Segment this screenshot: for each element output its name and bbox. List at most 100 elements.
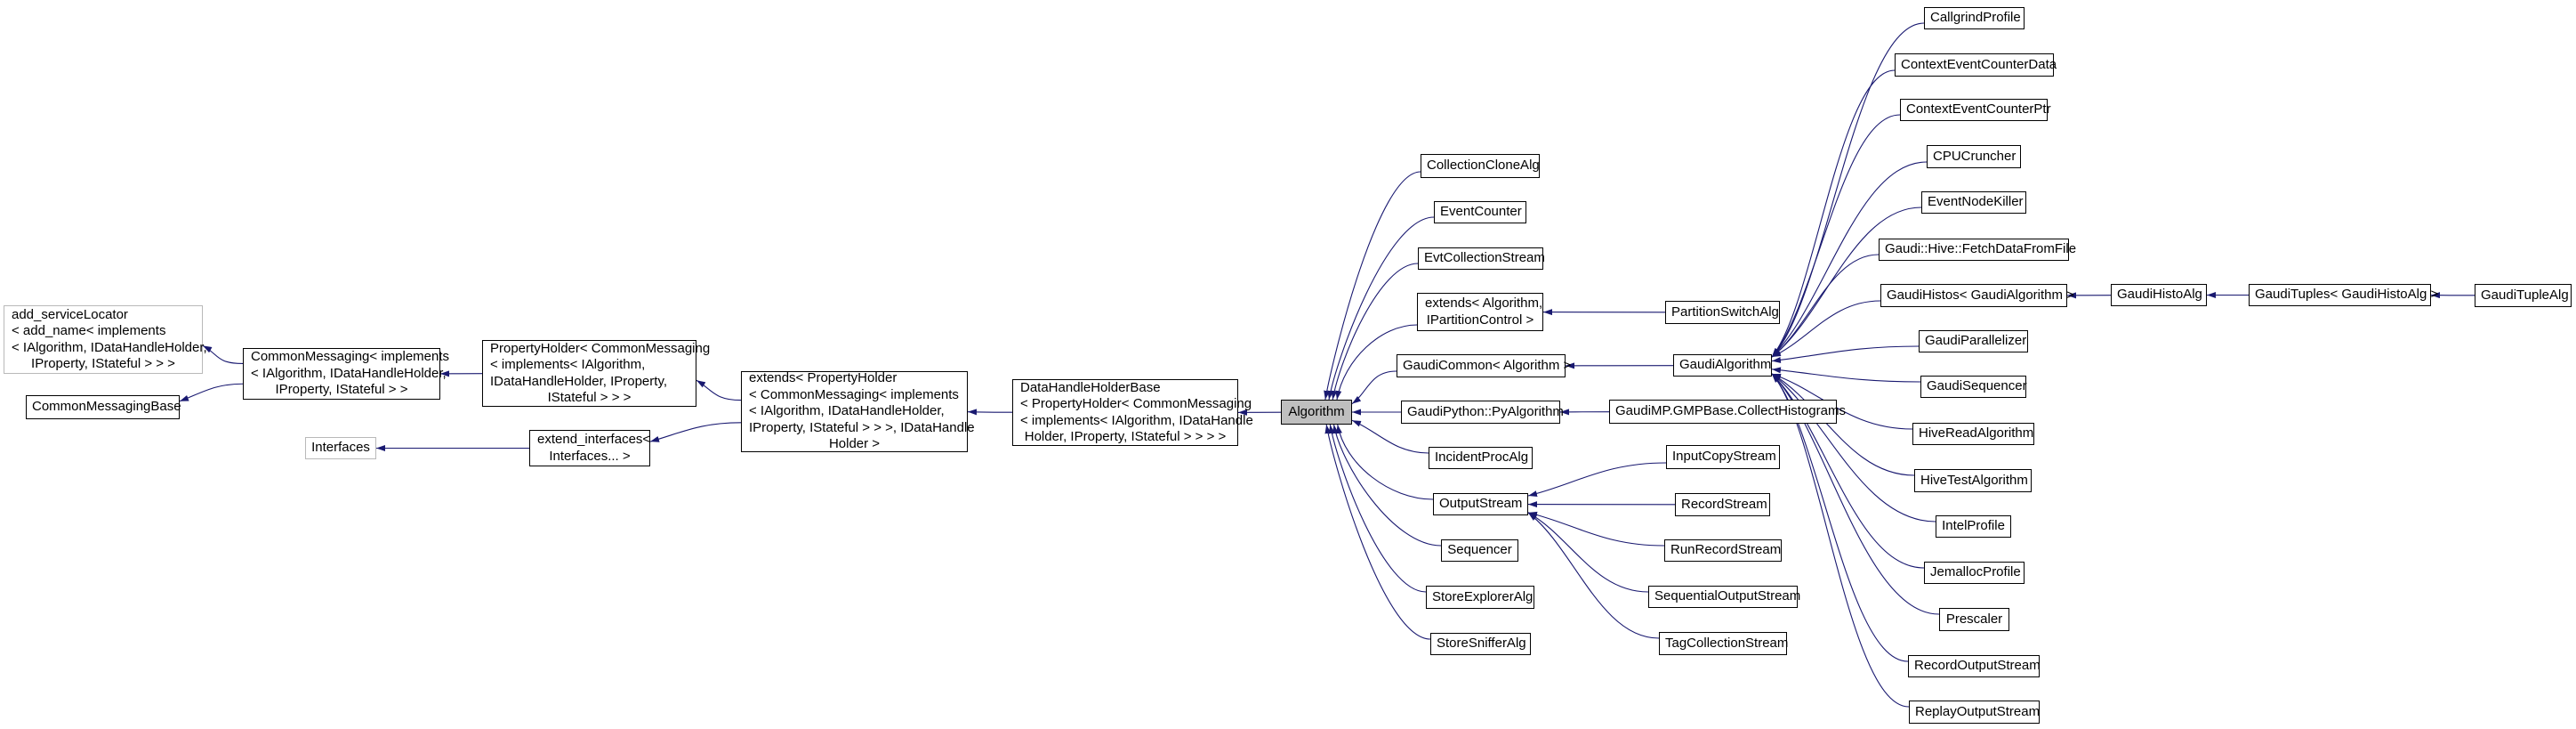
node-label-line: GaudiTuples< GaudiHistoAlg > [2255,287,2439,303]
node-label-line: < add_name< implements [12,323,166,338]
node-replay-output-stream[interactable]: ReplayOutputStream [1909,701,2040,724]
node-label-line: < IAlgorithm, IDataHandleHolder, [12,339,207,355]
edge-cpu-cruncher--gaudi-algorithm [1771,161,1928,358]
node-label-line: < implements< IAlgorithm, [490,357,646,372]
node-tag-collection-stream[interactable]: TagCollectionStream [1659,632,1789,655]
node-jemalloc-profile[interactable]: JemallocProfile [1924,562,2025,584]
node-label-line: CPUCruncher [1933,148,2017,164]
edge-callgrind-profile--gaudi-algorithm [1771,22,1925,358]
node-sequential-output-stream[interactable]: SequentialOutputStream [1648,586,1800,608]
edge-sequencer--algorithm [1332,424,1442,547]
node-label-line: Algorithm [1288,403,1345,419]
edge-gaudi-sequencer--gaudi-algorithm [1771,367,1921,383]
node-label-line: GaudiTupleAlg [2481,287,2569,303]
node-extends-algorithm-ipartition-control[interactable]: extends< Algorithm,IPartitionControl > [1417,293,1543,331]
node-common-messaging-base[interactable]: CommonMessagingBase [26,395,181,419]
node-hive-read-algorithm[interactable]: HiveReadAlgorithm [1912,423,2034,445]
node-store-sniffer-alg[interactable]: StoreSnifferAlg [1430,633,1531,655]
edge-event-counter--algorithm [1327,216,1435,401]
edge-store-explorer-alg--algorithm [1328,424,1427,593]
node-gaudi-tuple-alg[interactable]: GaudiTupleAlg [2475,284,2572,307]
node-label-line: Holder > [828,436,881,452]
node-intel-profile[interactable]: IntelProfile [1936,515,2011,538]
node-label-line: < IAlgorithm, IDataHandleHolder, [251,365,447,381]
node-input-copy-stream[interactable]: InputCopyStream [1666,445,1780,469]
edge-evt-collection-stream--algorithm [1331,263,1419,401]
node-incident-proc-alg[interactable]: IncidentProcAlg [1429,447,1533,469]
node-property-holder[interactable]: PropertyHolder< CommonMessaging< impleme… [482,340,711,407]
node-gaudi-histos[interactable]: GaudiHistos< GaudiAlgorithm > [1880,284,2074,307]
node-gaudi-sequencer[interactable]: GaudiSequencer [1920,376,2027,398]
node-cpu-cruncher[interactable]: CPUCruncher [1927,145,2021,168]
edge-tag-collection-stream--output-stream [1527,512,1660,639]
node-store-explorer-alg[interactable]: StoreExplorerAlg [1426,586,1534,609]
node-label-line: GaudiAlgorithm [1679,357,1772,373]
node-data-handle-holder-base[interactable]: DataHandleHolderBase< PropertyHolder< Co… [1012,379,1253,446]
edge-context-event-counter-data--gaudi-algorithm [1771,69,1896,358]
node-context-event-counter-data[interactable]: ContextEventCounterData [1895,53,2057,77]
node-record-stream[interactable]: RecordStream [1675,493,1770,516]
node-label-line: TagCollectionStream [1665,635,1789,651]
edge-intel-profile--gaudi-algorithm [1771,373,1936,522]
node-label-line: CommonMessagingBase [32,399,181,415]
node-evt-collection-stream[interactable]: EvtCollectionStream [1418,247,1545,270]
node-gaudi-histo-alg[interactable]: GaudiHistoAlg [2111,284,2207,306]
node-event-counter[interactable]: EventCounter [1434,201,1526,223]
node-collection-clone-alg[interactable]: CollectionCloneAlg [1421,154,1540,178]
node-extend-interfaces[interactable]: extend_interfaces<Interfaces... > [529,430,650,466]
edge-gaudi-hive-fetch-data-from-file--gaudi-algorithm [1771,254,1880,358]
node-add-service-locator: add_serviceLocator< add_name< implements… [4,305,207,374]
node-label-line: JemallocProfile [1930,564,2021,580]
node-label-line: GaudiPython::PyAlgorithm [1407,403,1564,419]
node-label-line: extends< Algorithm, [1425,296,1543,311]
node-label-line: CollectionCloneAlg [1427,158,1540,174]
node-label-line: Sequencer [1447,542,1512,558]
node-context-event-counter-ptr[interactable]: ContextEventCounterPtr [1900,99,2051,121]
node-gaudi-python-py-algorithm[interactable]: GaudiPython::PyAlgorithm [1401,401,1564,424]
node-gaudi-parallelizer[interactable]: GaudiParallelizer [1919,330,2028,352]
edge-store-sniffer-alg--algorithm [1324,424,1431,640]
node-prescaler[interactable]: Prescaler [1939,608,2009,631]
node-label-line: Gaudi::Hive::FetchDataFromFile [1885,241,2077,257]
edge-data-handle-holder-base--extends-property-holder [967,409,1013,416]
node-output-stream[interactable]: OutputStream [1433,493,1528,515]
node-label-line: Interfaces... > [549,448,631,464]
node-label-line: GaudiHistos< GaudiAlgorithm > [1887,287,2074,303]
node-label-line: ReplayOutputStream [1915,703,2041,719]
node-callgrind-profile[interactable]: CallgrindProfile [1924,7,2025,29]
edge-replay-output-stream--gaudi-algorithm [1771,373,1910,708]
edge-run-record-stream--output-stream [1527,511,1665,547]
node-sequencer[interactable]: Sequencer [1441,539,1518,562]
node-gaudi-common[interactable]: GaudiCommon< Algorithm > [1397,354,1571,377]
node-label-line: HiveReadAlgorithm [1919,425,2034,441]
node-gaudi-algorithm[interactable]: GaudiAlgorithm [1673,354,1772,377]
node-label-line: StoreExplorerAlg [1432,588,1534,604]
edge-common-messaging--add-service-locator [202,344,244,364]
edge-jemalloc-profile--gaudi-algorithm [1771,373,1925,569]
node-label-line: IProperty, IStateful > > > [31,356,175,371]
node-gaudi-tuples[interactable]: GaudiTuples< GaudiHistoAlg > [2249,284,2439,306]
edge-event-node-killer--gaudi-algorithm [1771,207,1922,358]
node-record-output-stream[interactable]: RecordOutputStream [1908,655,2041,677]
node-label-line: extends< PropertyHolder [749,370,898,386]
node-label-line: GaudiMP.GMPBase.CollectHistograms [1615,403,1846,419]
node-label-line: EventNodeKiller [1928,194,2024,210]
node-label-line: GaudiParallelizer [1925,333,2027,349]
node-hive-test-algorithm[interactable]: HiveTestAlgorithm [1914,469,2032,492]
node-label-line: GaudiSequencer [1927,378,2027,394]
edge-extends-property-holder--extend-interfaces [649,422,742,442]
node-label-line: StoreSnifferAlg [1437,636,1526,652]
node-label-line: PropertyHolder< CommonMessaging [490,340,711,356]
node-event-node-killer[interactable]: EventNodeKiller [1921,191,2026,214]
node-partition-switch-alg[interactable]: PartitionSwitchAlg [1665,301,1780,324]
node-gaudi-hive-fetch-data-from-file[interactable]: Gaudi::Hive::FetchDataFromFile [1879,239,2077,261]
node-label-line: IntelProfile [1942,518,2005,534]
edge-gaudi-common--algorithm [1351,370,1397,405]
node-label-line: InputCopyStream [1672,449,1776,465]
node-run-record-stream[interactable]: RunRecordStream [1664,539,1782,562]
node-gaudi-mp-gmp-base-collect-histograms[interactable]: GaudiMP.GMPBase.CollectHistograms [1609,400,1846,424]
node-common-messaging[interactable]: CommonMessaging< implements< IAlgorithm,… [243,348,449,400]
node-extends-property-holder[interactable]: extends< PropertyHolder< CommonMessaging… [741,370,975,452]
edge-extends-property-holder--property-holder [696,379,742,401]
edge-output-stream--algorithm [1336,424,1434,500]
